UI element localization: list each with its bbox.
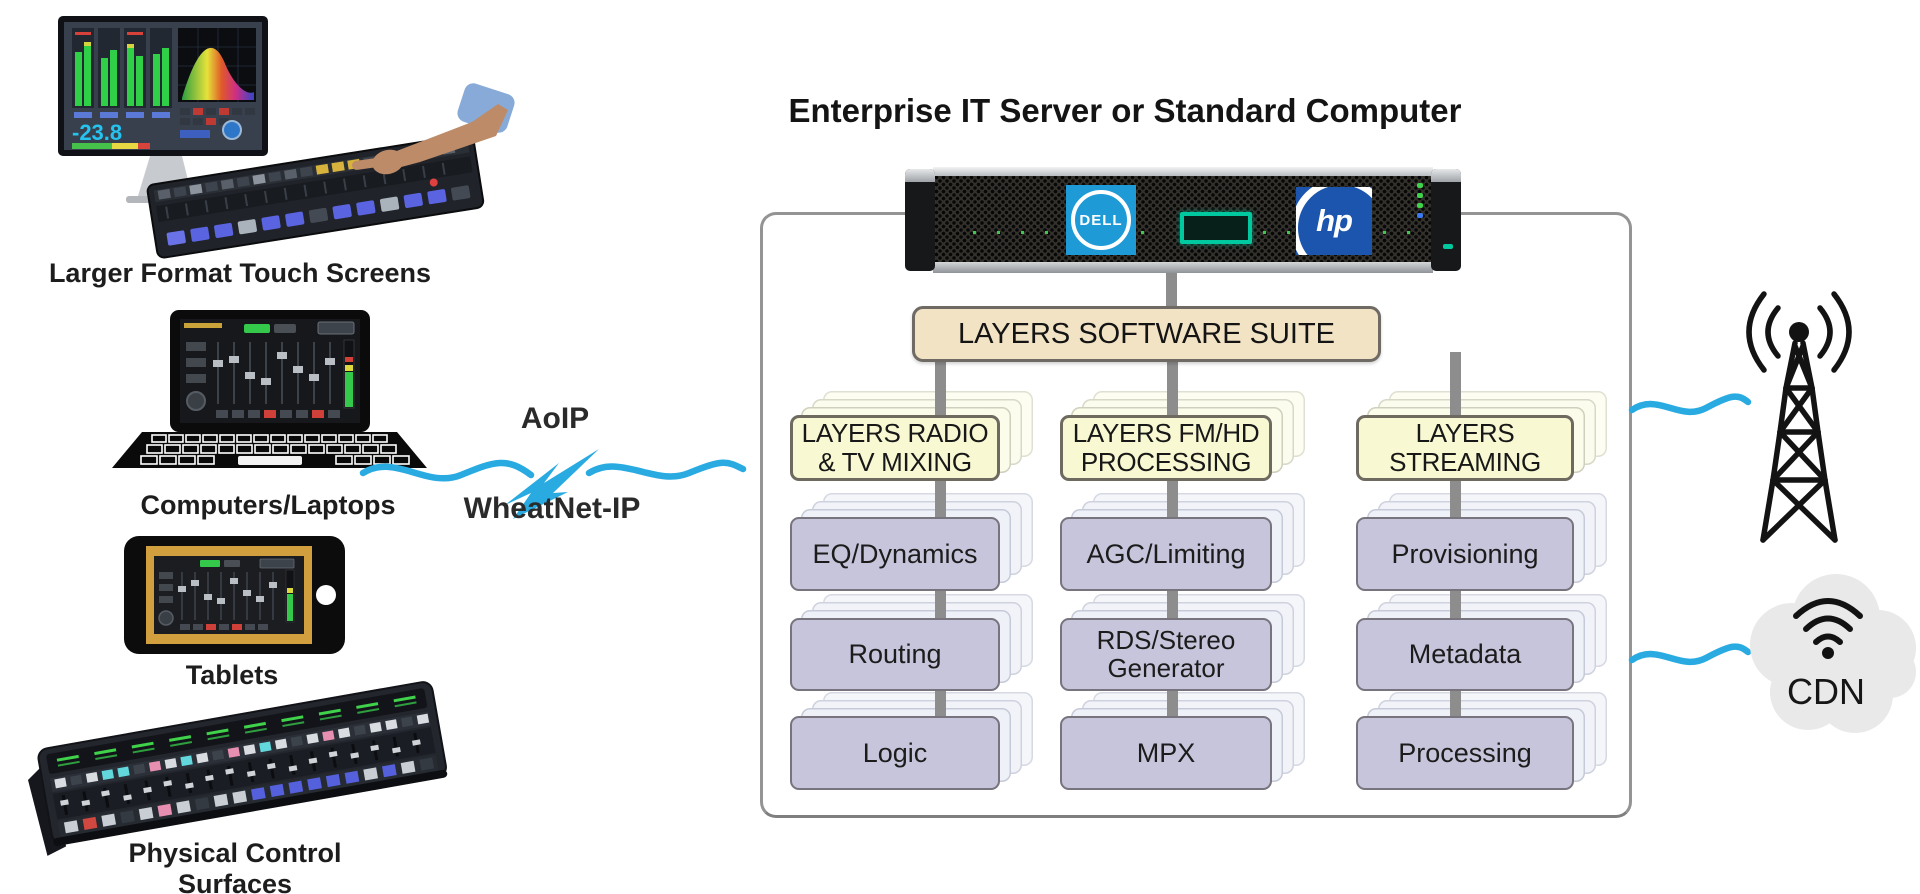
fm-hd-processing-box: LAYERS FM/HD PROCESSING <box>1060 415 1272 481</box>
module-cell: MPX <box>1060 716 1272 790</box>
cdn-cloud-icon: CDN <box>1628 574 1916 733</box>
lightning-bolt-icon <box>505 449 599 519</box>
module-cell: Processing <box>1356 716 1574 790</box>
module-cell: AGC/Limiting <box>1060 517 1272 591</box>
hp-logo: hp <box>1296 187 1372 255</box>
streaming-box: LAYERS STREAMING <box>1356 415 1574 481</box>
server-to-suite-connector <box>1166 266 1177 312</box>
loudness-readout: -23.8 <box>72 120 122 145</box>
wave-to-tower <box>1628 393 1752 416</box>
module-cell: RDS/Stereo Generator <box>1060 618 1272 691</box>
routing-box: Routing <box>790 618 1000 691</box>
module-cell: Provisioning <box>1356 517 1574 591</box>
column3-header: LAYERS STREAMING <box>1356 415 1574 481</box>
module-cell: Metadata <box>1356 618 1574 691</box>
layers-software-suite-box: LAYERS SOFTWARE SUITE <box>912 306 1381 362</box>
aoip-label: AoIP <box>520 402 590 435</box>
dell-logo-text: DELL <box>1079 211 1123 229</box>
cdn-label: CDN <box>1787 671 1865 712</box>
rds-stereo-generator-box: RDS/Stereo Generator <box>1060 618 1272 691</box>
provisioning-box: Provisioning <box>1356 517 1574 591</box>
tablet-image <box>124 536 345 654</box>
processing-box: Processing <box>1356 716 1574 790</box>
module-cell: Logic <box>790 716 1000 790</box>
wheatnet-ip-label: WheatNet-IP <box>463 492 641 525</box>
wave-to-cdn <box>1628 643 1752 666</box>
server-right-ear <box>1431 169 1461 271</box>
diagram-title: Enterprise IT Server or Standard Compute… <box>788 92 1462 129</box>
hp-logo-text: hp <box>1316 203 1353 238</box>
server-left-ear <box>905 169 935 271</box>
broadcast-tower-icon <box>1628 291 1852 543</box>
eq-dynamics-box: EQ/Dynamics <box>790 517 1000 591</box>
module-cell: EQ/Dynamics <box>790 517 1000 591</box>
module-cell: Routing <box>790 618 1000 691</box>
logic-box: Logic <box>790 716 1000 790</box>
laptop-image <box>112 310 427 468</box>
radio-tv-mixing-box: LAYERS RADIO & TV MIXING <box>790 415 1000 481</box>
control-surface-image <box>28 681 448 856</box>
agc-limiting-box: AGC/Limiting <box>1060 517 1272 591</box>
laptops-label: Computers/Laptops <box>140 490 396 520</box>
mpx-box: MPX <box>1060 716 1272 790</box>
touch-screens-label: Larger Format Touch Screens <box>48 258 432 288</box>
hpe-green-badge <box>1180 212 1252 244</box>
dell-logo: DELL <box>1066 185 1136 255</box>
server-image: DELL hp <box>905 167 1461 273</box>
server-faceplate: DELL hp <box>933 167 1433 273</box>
wifi-icon <box>1793 598 1863 645</box>
column2-header: LAYERS FM/HD PROCESSING <box>1060 415 1272 481</box>
tablets-label: Tablets <box>185 660 279 690</box>
metadata-box: Metadata <box>1356 618 1574 691</box>
control-surfaces-label: Physical Control Surfaces <box>128 838 342 894</box>
network-wave-connector <box>359 449 747 519</box>
touch-screen-console-image: -23.8 <box>58 16 515 259</box>
column1-header: LAYERS RADIO & TV MIXING <box>790 415 1000 481</box>
touching-hand <box>352 83 515 175</box>
